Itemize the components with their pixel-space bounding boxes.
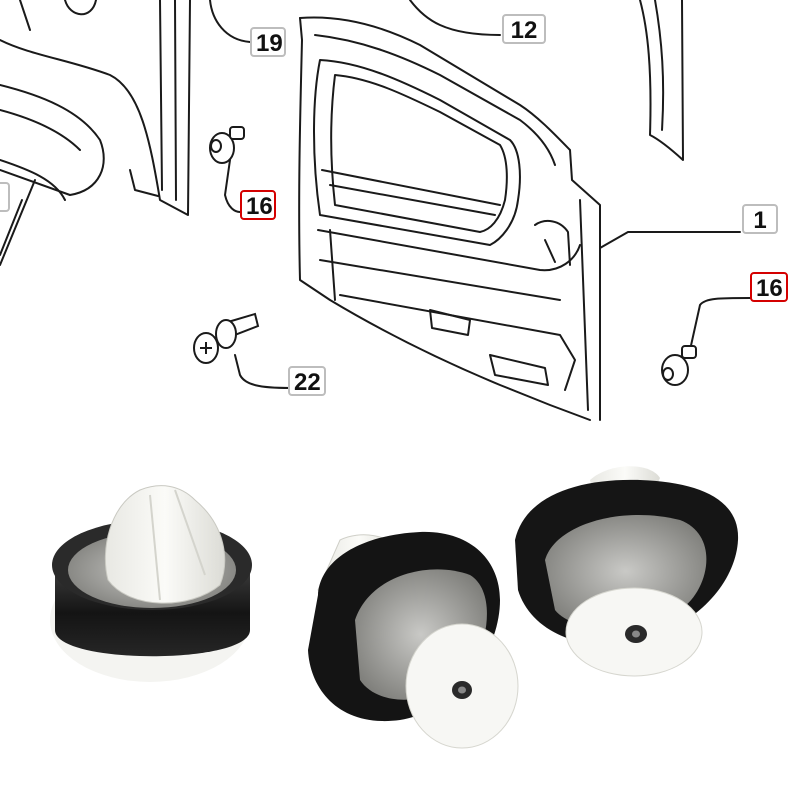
clip-photo-left xyxy=(50,485,252,682)
clip-photo-middle xyxy=(308,531,519,749)
clip-16a-drawing xyxy=(209,126,245,164)
callout-partial-left xyxy=(0,182,10,212)
leader-19 xyxy=(209,0,251,43)
left-trim-panel-drawing xyxy=(0,0,191,216)
leader-22 xyxy=(234,354,291,389)
clip-photo-right xyxy=(515,466,739,677)
leader-16b xyxy=(689,297,751,351)
callout-16-left: 16 xyxy=(240,190,276,220)
callout-19: 19 xyxy=(250,27,286,57)
clip-16b-drawing xyxy=(661,345,697,386)
left-panel-leader xyxy=(0,179,36,266)
pillar-trim-drawing xyxy=(639,0,684,161)
screw-22-drawing xyxy=(193,312,260,364)
leader-12 xyxy=(409,0,501,36)
callout-16-right: 16 xyxy=(750,272,788,302)
leader-1 xyxy=(599,231,741,249)
callout-1: 1 xyxy=(742,204,778,234)
leader-16a xyxy=(224,159,241,213)
door-trim-panel-drawing xyxy=(298,16,601,421)
callout-12: 12 xyxy=(502,14,546,44)
callout-22: 22 xyxy=(288,366,326,396)
